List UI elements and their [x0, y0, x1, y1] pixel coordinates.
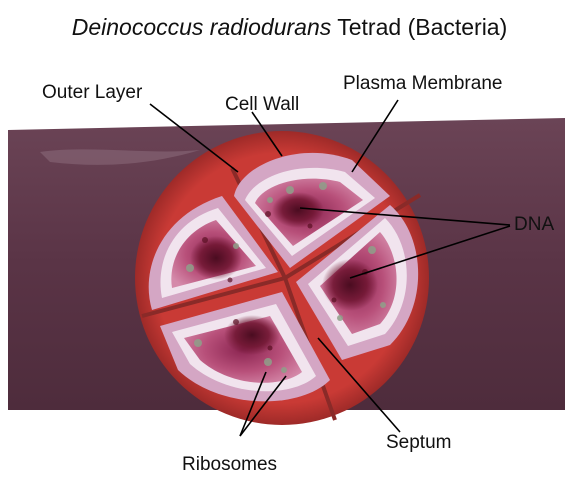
label-dna: DNA [514, 214, 554, 236]
label-plasma-membrane: Plasma Membrane [343, 73, 502, 95]
label-ribosomes: Ribosomes [182, 454, 277, 476]
label-cell-wall: Cell Wall [225, 94, 299, 116]
label-septum: Septum [386, 432, 451, 454]
label-outer-layer: Outer Layer [42, 82, 142, 104]
